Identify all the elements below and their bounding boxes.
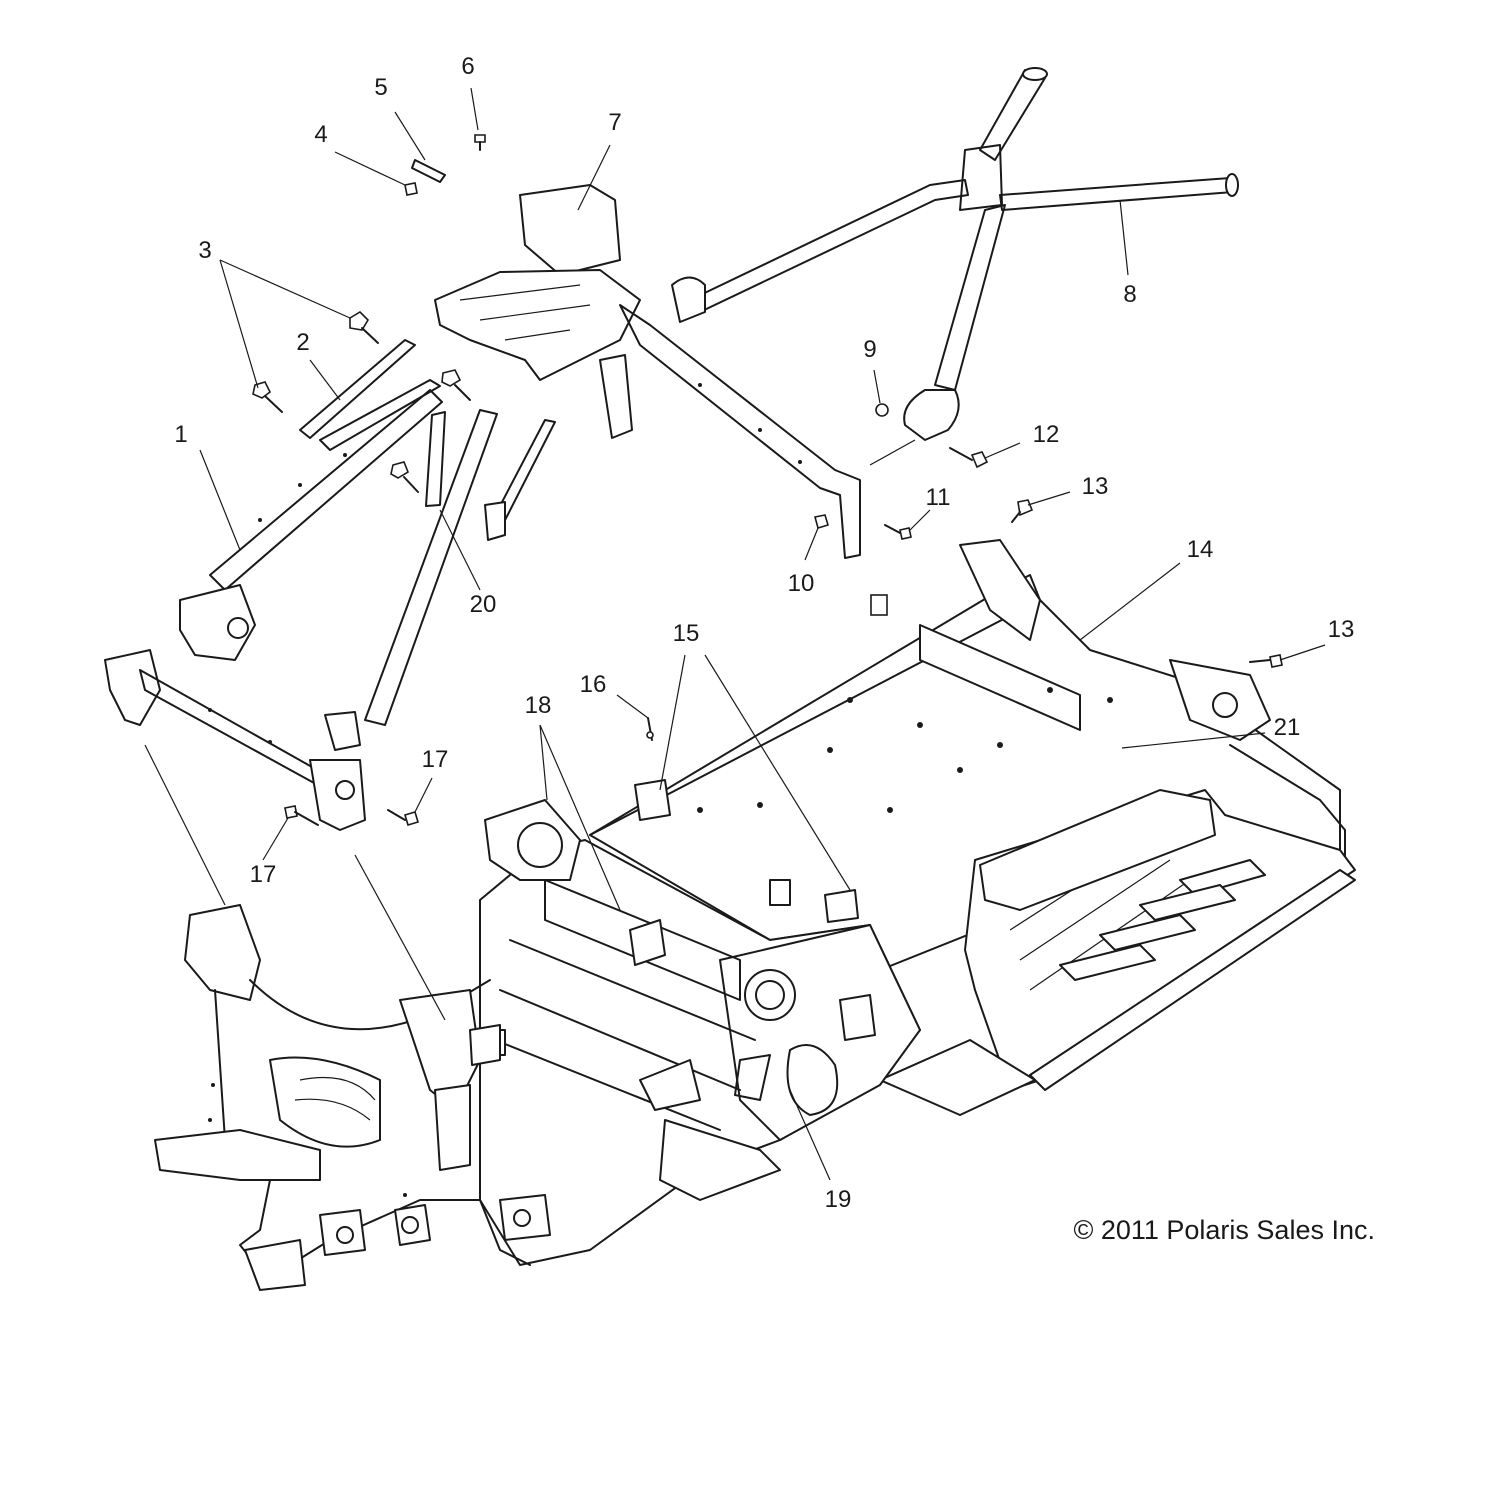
callout-13-lower: 13	[1328, 616, 1355, 643]
callout-19: 19	[825, 1186, 852, 1213]
part-2-strap	[299, 339, 556, 541]
callout-12: 12	[1033, 421, 1060, 448]
callout-17-left: 17	[250, 861, 277, 888]
callout-8: 8	[1123, 281, 1136, 308]
callout-2: 2	[296, 329, 309, 356]
callout-labels: 1 2 3 4 5 6 7 8 9 10 11 12 13 13 14 15 1…	[174, 53, 1354, 1213]
part-7-steering-bracket	[434, 184, 861, 559]
callout-11: 11	[926, 484, 951, 511]
callout-3: 3	[198, 237, 211, 264]
callout-6: 6	[461, 53, 474, 80]
callout-5: 5	[374, 74, 387, 101]
main-chassis-bulkhead	[479, 779, 921, 1266]
fasteners	[252, 134, 1283, 826]
leader-lines	[144, 87, 1326, 1181]
callout-14: 14	[1187, 536, 1214, 563]
callout-15: 15	[673, 620, 700, 647]
callout-7: 7	[608, 109, 621, 136]
callout-16: 16	[580, 671, 607, 698]
part-20-tube	[425, 411, 446, 507]
running-board	[879, 789, 1356, 1116]
callout-20: 20	[470, 591, 497, 618]
part-14-tunnel	[589, 539, 1346, 971]
part-8-upper-frame	[671, 67, 1239, 441]
callout-21: 21	[1274, 714, 1301, 741]
callout-1: 1	[174, 421, 187, 448]
callout-4: 4	[314, 121, 327, 148]
copyright-notice: © 2011 Polaris Sales Inc.	[1073, 1215, 1375, 1245]
callout-9: 9	[863, 336, 876, 363]
callout-17-right: 17	[422, 746, 449, 773]
callout-18: 18	[525, 692, 552, 719]
front-suspension-frame	[154, 904, 551, 1291]
callout-10: 10	[788, 570, 815, 597]
callout-13-upper: 13	[1082, 473, 1109, 500]
